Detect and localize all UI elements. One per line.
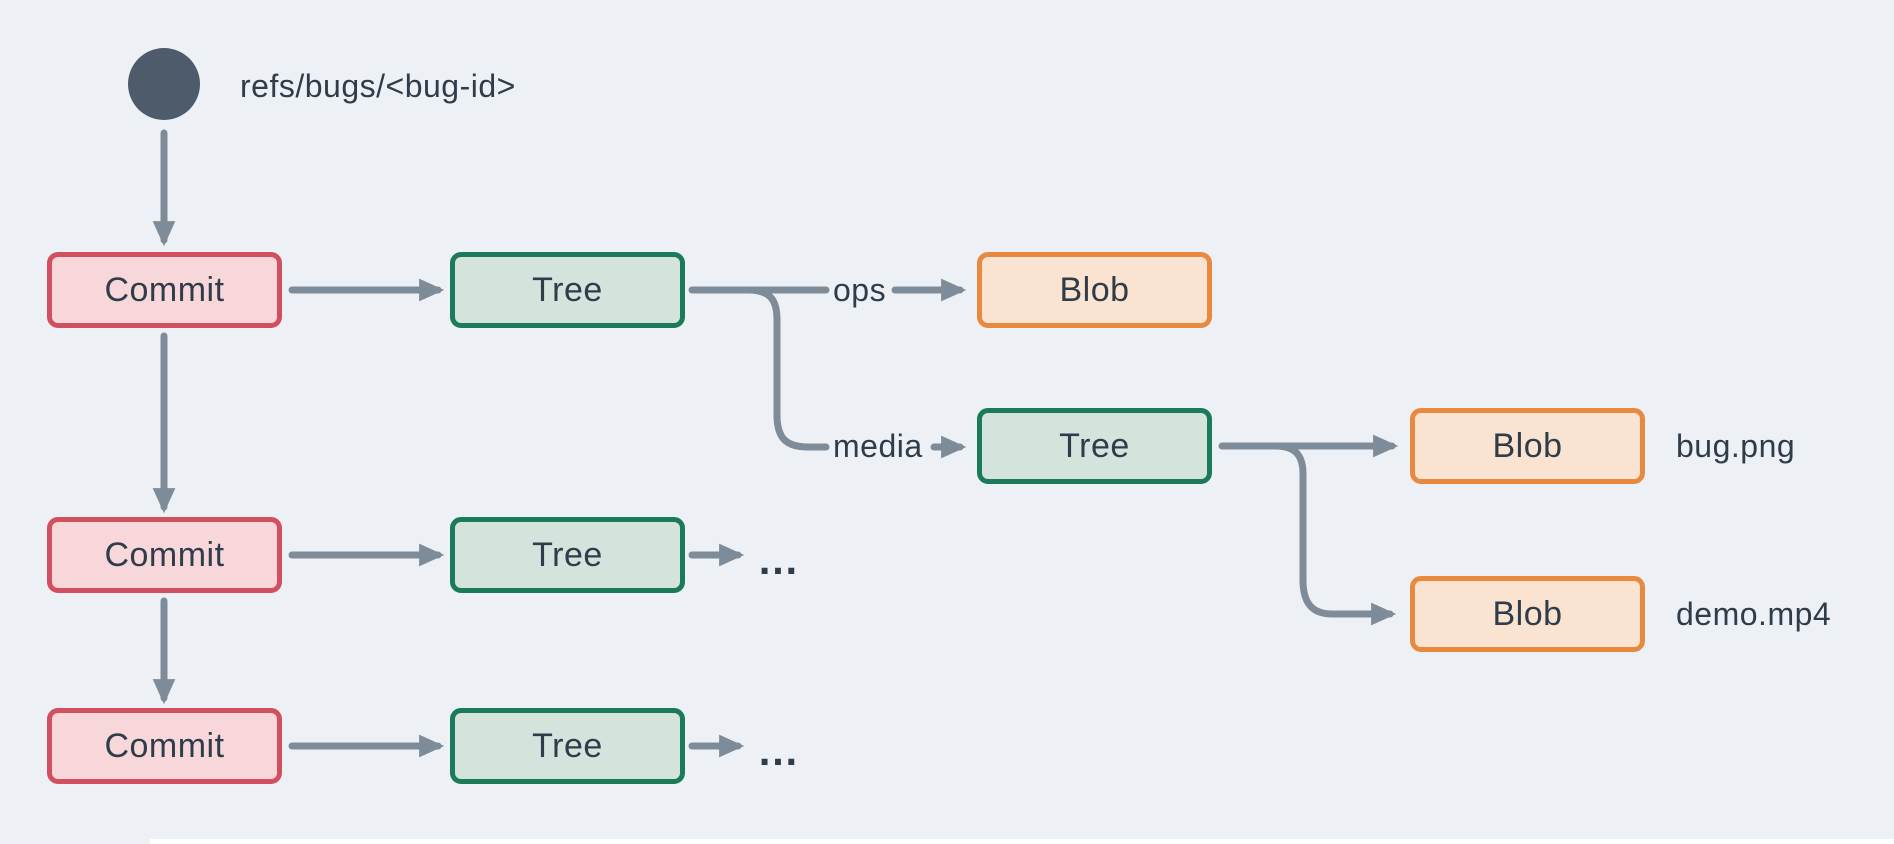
- commit-2-label: Commit: [104, 535, 225, 574]
- tree-1-label: Tree: [532, 270, 603, 309]
- tree-3-label: Tree: [532, 726, 603, 765]
- commit-2-node: Commit: [47, 517, 282, 593]
- tree-2-label: Tree: [532, 535, 603, 574]
- blob-ops-label: Blob: [1059, 270, 1130, 309]
- page-edge-strip: [150, 839, 1894, 844]
- commit-3-node: Commit: [47, 708, 282, 784]
- file-label-bug-png: bug.png: [1676, 427, 1796, 464]
- edge-label-ops: ops: [833, 271, 887, 308]
- tree-media-node: Tree: [977, 408, 1212, 484]
- blob-ops-node: Blob: [977, 252, 1212, 328]
- ellipsis-row2: …: [757, 536, 801, 583]
- blob-demo-node: Blob: [1410, 576, 1645, 652]
- ref-label: refs/bugs/<bug-id>: [240, 67, 516, 104]
- blob-bug-node: Blob: [1410, 408, 1645, 484]
- tree-1-node: Tree: [450, 252, 685, 328]
- branch-ref-circle: [128, 48, 200, 120]
- tree-3-node: Tree: [450, 708, 685, 784]
- tree-2-node: Tree: [450, 517, 685, 593]
- edge-label-media: media: [833, 427, 923, 464]
- commit-1-node: Commit: [47, 252, 282, 328]
- tree-media-label: Tree: [1059, 426, 1130, 465]
- blob-demo-label: Blob: [1492, 594, 1563, 633]
- commit-3-label: Commit: [104, 726, 225, 765]
- ellipsis-row3: …: [757, 727, 801, 774]
- file-label-demo-mp4: demo.mp4: [1676, 595, 1832, 632]
- commit-1-label: Commit: [104, 270, 225, 309]
- blob-bug-label: Blob: [1492, 426, 1563, 465]
